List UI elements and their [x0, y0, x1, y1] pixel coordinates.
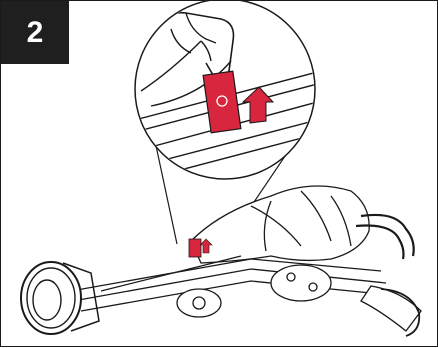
step-number-badge: 2: [1, 1, 69, 64]
zoom-detail: [134, 1, 316, 180]
stroller-frame: [70, 185, 422, 332]
front-wheel: [20, 261, 100, 335]
step-number: 2: [26, 15, 44, 49]
up-arrow-icon: [241, 86, 275, 124]
rear-wheel: [380, 288, 421, 337]
